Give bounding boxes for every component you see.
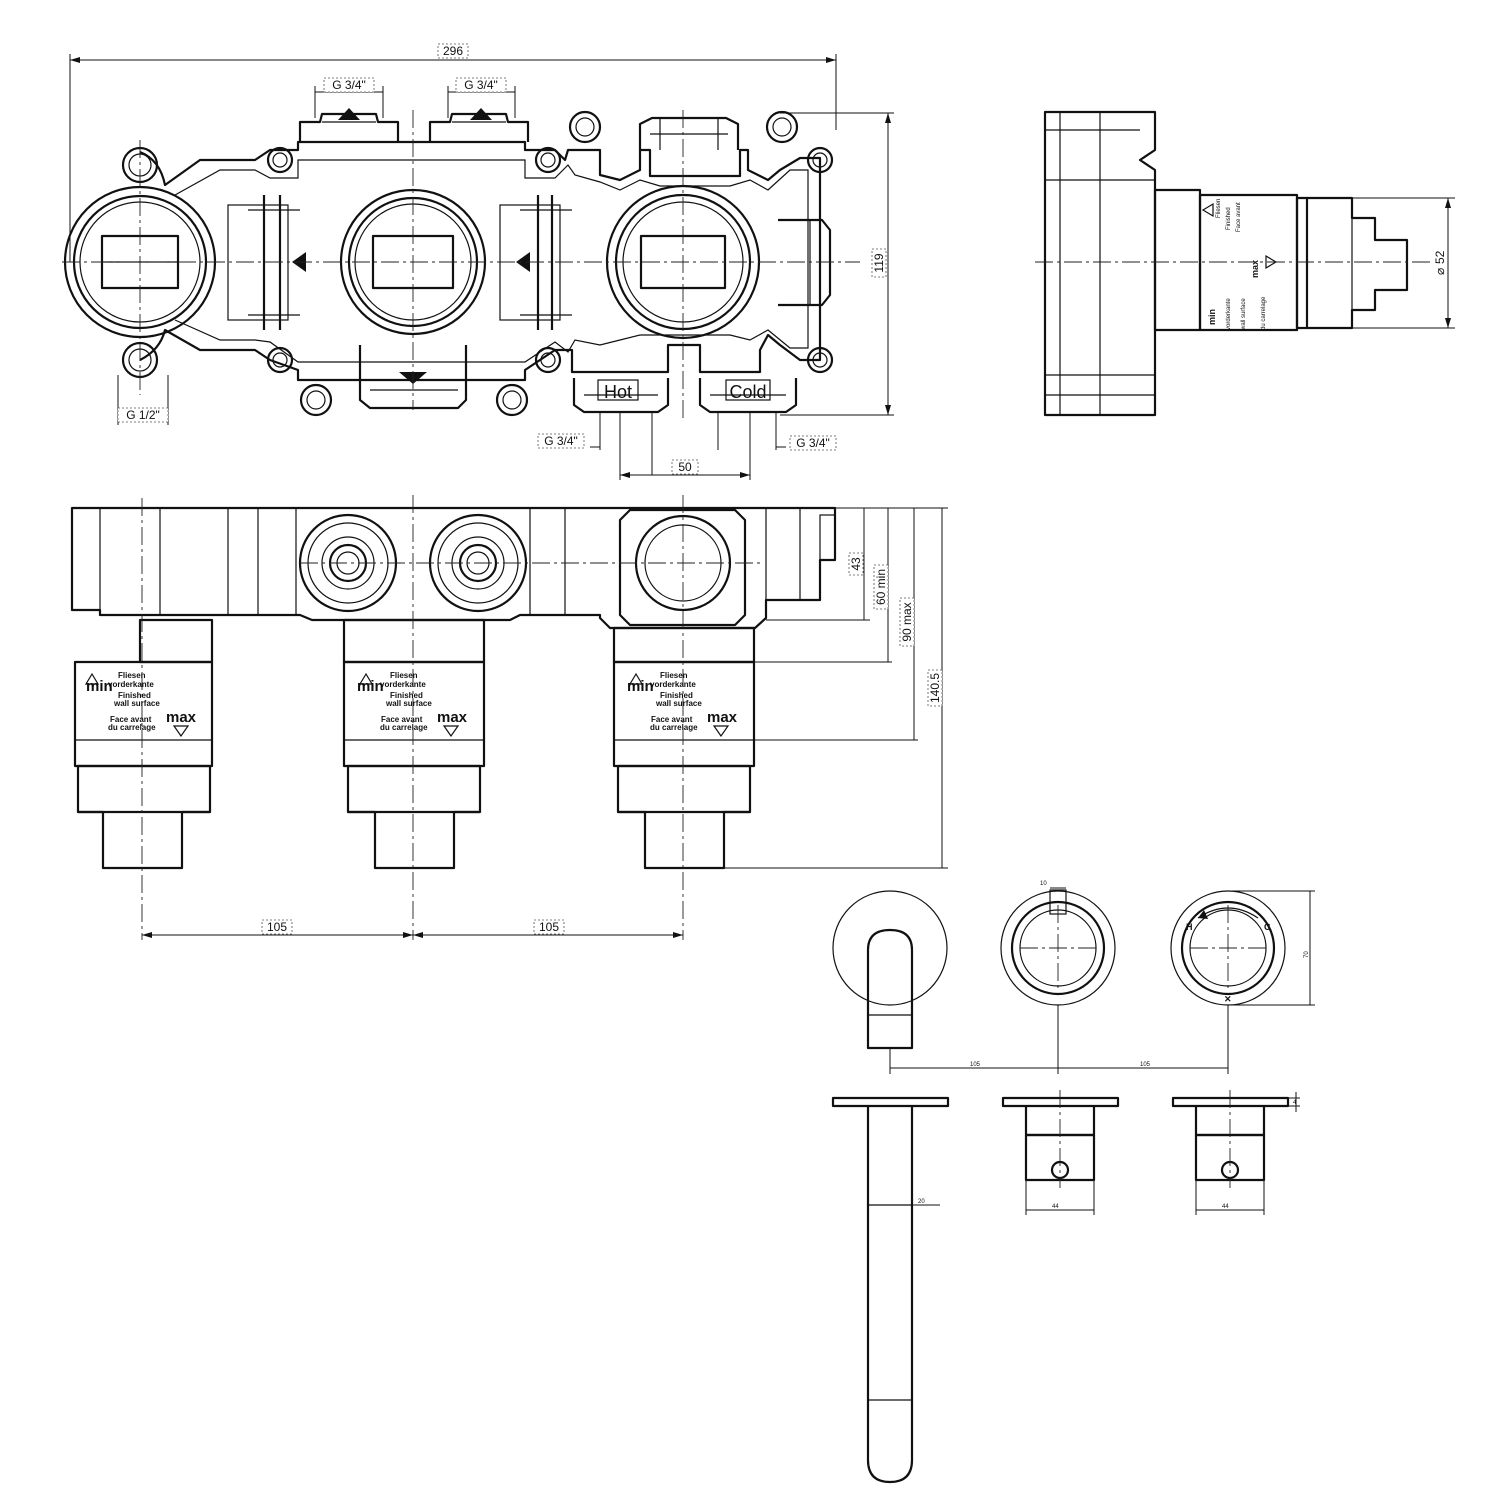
rosette-dia-label: 70 <box>1304 951 1310 958</box>
cartridge-diameter-label: 52 <box>1433 250 1447 264</box>
spacing-right-label: 105 <box>539 920 559 934</box>
cold-mark-label: C <box>1264 922 1271 932</box>
sleeve-right-l1: Fliesen <box>660 671 688 680</box>
diverter-side: 44 4 <box>1171 1090 1300 1215</box>
hot-inlet-size: G 3/4" <box>544 434 578 448</box>
hot-inlet: Hot <box>572 378 670 414</box>
side-marker-6: du carrelage <box>1261 296 1267 330</box>
cold-label: Cold <box>729 382 766 402</box>
flow-arrow-up-icon <box>338 108 360 120</box>
cold-inlet-size: G 3/4" <box>796 436 830 450</box>
sleeve-mid-l1: Fliesen <box>390 671 418 680</box>
front-port-diverter <box>618 508 747 627</box>
side-marker-5: wall surface <box>1241 298 1247 331</box>
sleeve-triangle-up-icon <box>84 672 100 685</box>
fit-spacing-left-label: 105 <box>970 1062 981 1068</box>
rotation-arrow-icon <box>1198 910 1208 919</box>
sleeve-left-l1: Fliesen <box>118 671 146 680</box>
sleeve-mid-l4: wall surface <box>385 699 432 708</box>
sleeve-mid-l5: Face avant <box>381 715 423 724</box>
right-channel <box>499 195 572 330</box>
height-label: 119 <box>872 253 886 272</box>
depth-60-label: 60 min <box>874 569 888 605</box>
sleeve-triangle-down-icon-3 <box>712 725 730 738</box>
spout-side: 20 <box>831 1096 950 1484</box>
sleeve-mid-l3: Finished <box>390 691 423 700</box>
top-inlet-right <box>428 108 530 142</box>
cartridge-diameter-symbol: ⌀ <box>1433 268 1447 275</box>
sleeve-right-l4: wall surface <box>655 699 702 708</box>
sleeve-right-l6: du carrelage <box>650 723 698 732</box>
sleeve-left: min Fliesen vorderkante Finished wall su… <box>73 618 214 870</box>
side-triangle-icon-2 <box>1265 254 1278 270</box>
depth-140-label: 140.5 <box>928 673 942 703</box>
sleeve-left-l4: wall surface <box>113 699 160 708</box>
sleeve-mid-l6: du carrelage <box>380 723 428 732</box>
rosette-thk-label: 4 <box>1293 1100 1297 1106</box>
sleeve-left-l6: du carrelage <box>108 723 156 732</box>
top-inlet-left <box>298 108 400 142</box>
side-triangle-icon <box>1201 202 1214 218</box>
sleeve-right-l3: Finished <box>660 691 693 700</box>
depth-43-label: 43 <box>849 557 863 571</box>
sleeve-middle: min Fliesen vorderkante Finished wall su… <box>342 618 486 870</box>
sleeve-left-max: max <box>166 709 197 726</box>
sleeve-right-max: max <box>707 709 738 726</box>
spout-dia-label: 20 <box>918 1199 925 1205</box>
diverter-rosette: H C ✕ 70 <box>1170 890 1315 1006</box>
sleeve-right: min Fliesen vorderkante Finished wall su… <box>612 626 756 870</box>
fittings-front-view: 10 H C ✕ 70 105 105 <box>832 881 1315 1074</box>
mixer-side: 44 <box>1001 1090 1120 1215</box>
flow-arrow-left-icon-2 <box>516 252 530 272</box>
side-view: Fliesen Finished Face avant min max vord… <box>1035 110 1455 417</box>
side-marker-max: max <box>1250 260 1260 278</box>
sleeve-triangle-up-icon-3 <box>628 672 644 685</box>
sleeve-left-l3: Finished <box>118 691 151 700</box>
front-view: min Fliesen vorderkante Finished wall su… <box>70 495 948 940</box>
side-marker-2: Finished <box>1226 207 1232 230</box>
hot-cold-spacing-label: 50 <box>678 460 692 474</box>
fittings-side-view: 20 44 44 4 <box>831 1090 1300 1484</box>
sleeve-triangle-down-icon <box>172 725 190 738</box>
top-right-inlet-label: G 3/4" <box>464 78 498 92</box>
body-dia-2-label: 44 <box>1222 1204 1229 1210</box>
side-marker-4: vorderkante <box>1226 298 1232 330</box>
cold-inlet: Cold <box>698 378 798 414</box>
sleeve-mid-min: min <box>357 678 384 695</box>
top-view: 296 G 3/4" G 3/4" 119 <box>62 43 894 480</box>
sleeve-right-min: min <box>627 678 654 695</box>
handle-dia-label: 10 <box>1040 881 1047 887</box>
sleeve-left-l5: Face avant <box>110 715 152 724</box>
left-inlet-label: G 1/2" <box>126 408 160 422</box>
side-marker-3: Face avant <box>1236 202 1242 232</box>
fit-spacing-right-label: 105 <box>1140 1062 1151 1068</box>
sleeve-left-min: min <box>86 678 113 695</box>
sleeve-right-l2: vorderkante <box>650 680 696 689</box>
mixer-rosette: 10 <box>1000 881 1116 1006</box>
body-dia-1-label: 44 <box>1052 1204 1059 1210</box>
depth-90-label: 90 max <box>900 602 914 641</box>
spout-rosette <box>832 890 948 1050</box>
sleeve-triangle-down-icon-2 <box>442 725 460 738</box>
overall-width-label: 296 <box>443 44 463 58</box>
sleeve-mid-l2: vorderkante <box>380 680 426 689</box>
sleeve-left-l2: vorderkante <box>108 680 154 689</box>
x-marker-icon: ✕ <box>1224 994 1232 1004</box>
flow-arrow-up-icon-2 <box>470 108 492 120</box>
hot-label: Hot <box>604 382 632 402</box>
sleeve-mid-max: max <box>437 709 468 726</box>
side-marker-1: Fliesen <box>1216 199 1222 218</box>
sleeve-right-l5: Face avant <box>651 715 693 724</box>
side-marker-min: min <box>1207 309 1217 325</box>
sleeve-triangle-up-icon-2 <box>358 672 374 685</box>
hot-mark-label: H <box>1186 922 1193 932</box>
left-channel <box>227 195 306 330</box>
spacing-left-label: 105 <box>267 920 287 934</box>
top-left-inlet-label: G 3/4" <box>332 78 366 92</box>
